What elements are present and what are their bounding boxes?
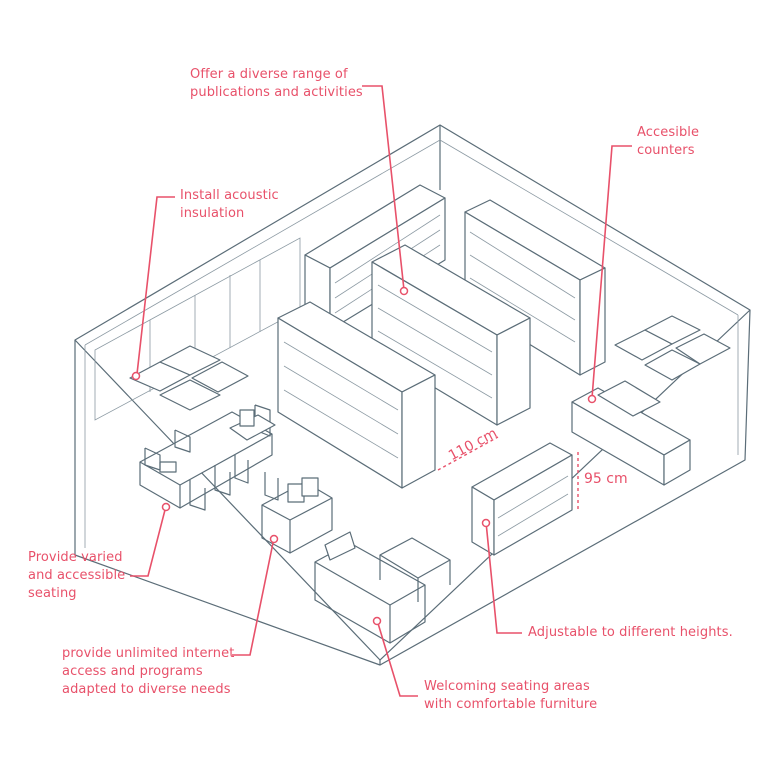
leader-adjustable <box>485 521 522 634</box>
shelf-height-label: 95 cm <box>584 471 628 487</box>
annotation-adjustable: Adjustable to different heights. <box>528 625 733 640</box>
annotation-internet: provide unlimited internet access and pr… <box>62 646 235 697</box>
dot-acoustic <box>131 371 141 381</box>
sofa <box>314 531 426 644</box>
acoustic-panels-left <box>129 345 249 411</box>
computer-desk-2 <box>261 472 333 554</box>
leader-counters <box>591 145 632 399</box>
annotation-acoustic: Install acoustic insulation <box>180 188 279 221</box>
dot-internet <box>269 534 279 544</box>
room-left-wall <box>74 340 381 666</box>
bookshelf-back-2 <box>464 199 606 376</box>
computer-desk-1 <box>229 409 276 441</box>
leader-internet <box>232 537 275 656</box>
annotation-seating: Provide varied and accessible seating <box>28 550 126 601</box>
leader-publications <box>362 85 405 291</box>
accessible-counter <box>571 380 691 486</box>
dot-counters <box>587 394 597 404</box>
room-right-wall <box>379 309 751 666</box>
acoustic-panels-right <box>614 315 731 381</box>
dot-adjustable <box>481 518 491 528</box>
annotation-welcoming: Welcoming seating areas with comfortable… <box>424 679 598 712</box>
leader-seating <box>130 505 167 577</box>
dot-welcoming <box>372 616 382 626</box>
coffee-table <box>379 537 451 602</box>
dot-publications <box>399 286 409 296</box>
annotation-counters: Accesible counters <box>637 125 700 158</box>
leader-welcoming <box>376 619 418 697</box>
annotation-publications: Offer a diverse range of publications an… <box>190 67 363 100</box>
leader-acoustic <box>136 196 175 375</box>
dot-seating <box>161 502 171 512</box>
bookshelf-middle <box>371 244 531 426</box>
bookshelf-front <box>277 301 436 489</box>
